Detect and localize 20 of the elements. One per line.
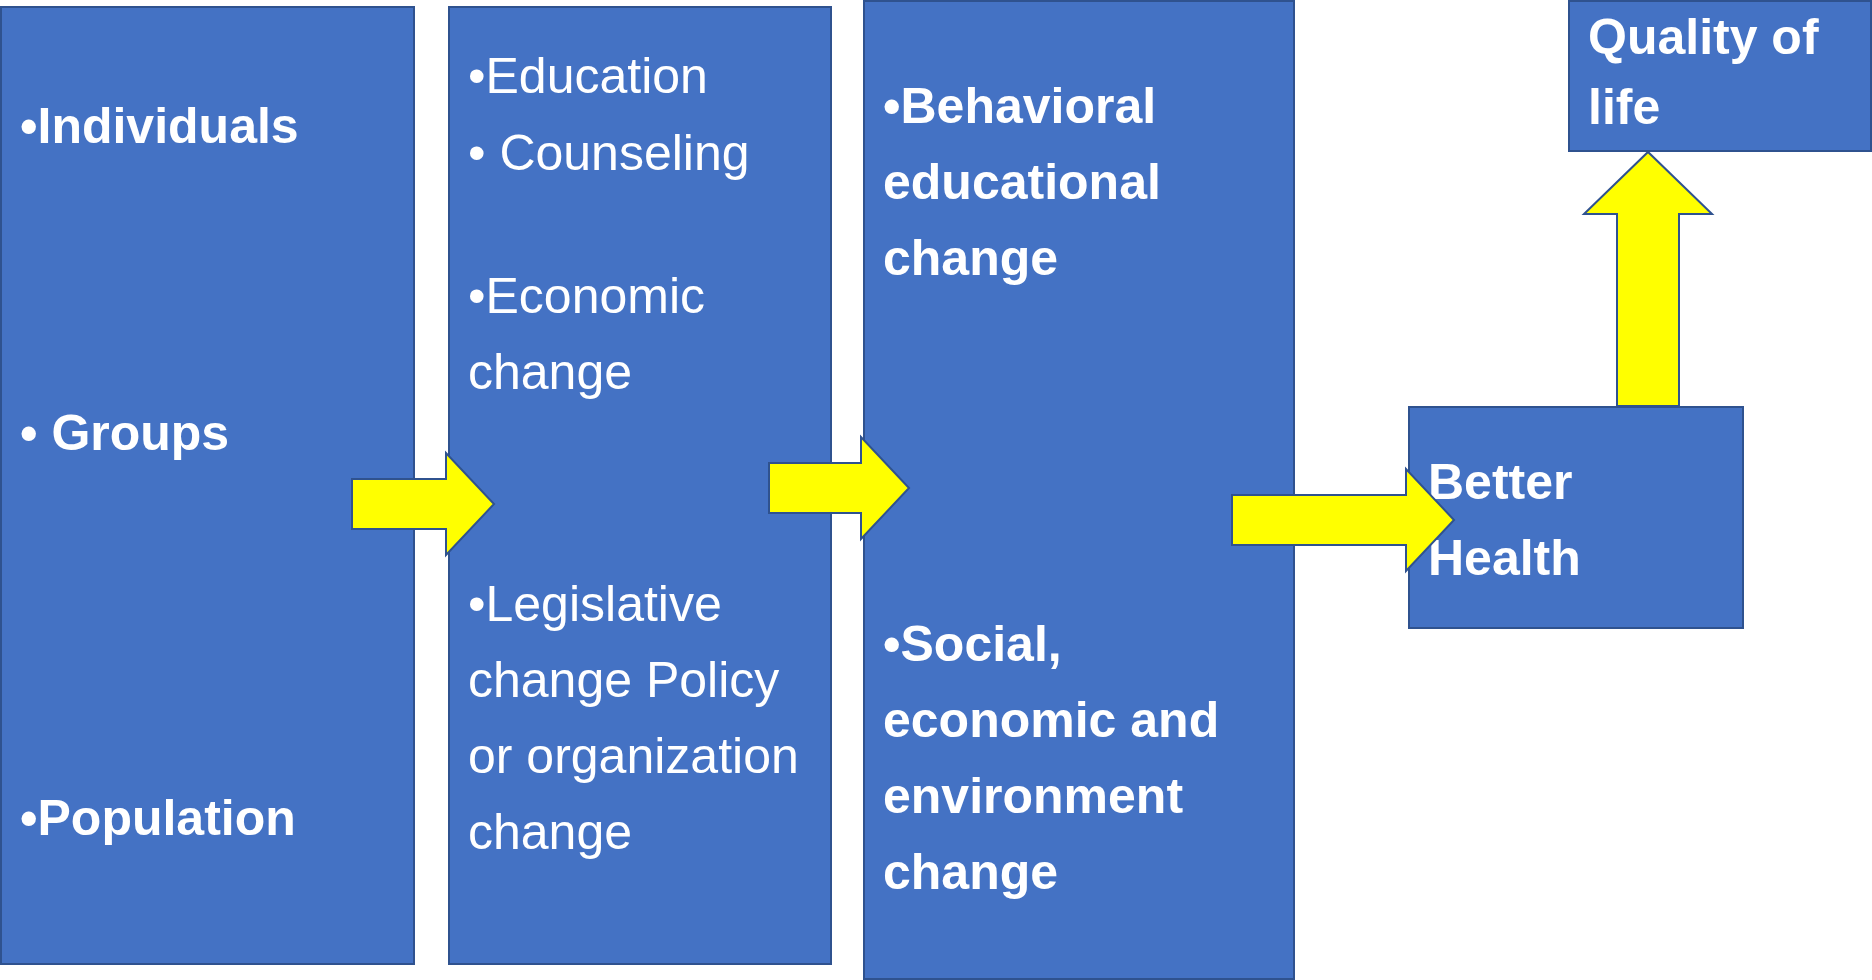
box-text: •Behavioral educational change — [883, 77, 1162, 288]
box-text: •Legislative change Policy or organization change — [468, 575, 800, 862]
process-box — [1408, 406, 1744, 629]
box-text: •Population — [20, 789, 297, 848]
process-box — [0, 6, 415, 965]
box-text: • Counseling — [468, 124, 751, 183]
box-text: • Groups — [20, 404, 231, 463]
process-box — [863, 0, 1295, 980]
box-text: •Education — [468, 47, 709, 106]
block-arrow — [351, 450, 496, 558]
block-arrow — [1231, 466, 1456, 574]
process-box — [448, 6, 832, 965]
process-box — [1568, 0, 1872, 152]
box-text: •Economic change — [468, 267, 707, 402]
box-text: Quality of life — [1588, 8, 1820, 137]
box-text: Better Health — [1428, 453, 1582, 588]
block-arrow — [1581, 150, 1715, 407]
box-text: •Individuals — [20, 97, 300, 156]
block-arrow — [768, 434, 911, 542]
box-text: •Social, economic and environment change — [883, 615, 1221, 902]
